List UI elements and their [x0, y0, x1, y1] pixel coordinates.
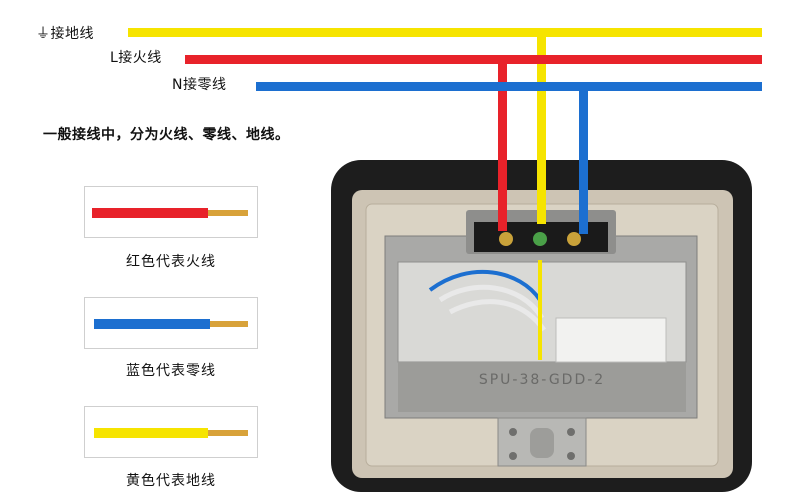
- legend-wire-live: [92, 208, 248, 218]
- live-wire-label: L接火线: [110, 50, 162, 66]
- live-wire: [185, 55, 762, 231]
- ground-wire-label: ⏚接地线: [36, 26, 94, 42]
- ground-symbol-icon: ⏚: [36, 26, 51, 42]
- neutral-wire-label: N接零线: [172, 77, 227, 93]
- legend-caption-ground: 黄色代表地线: [126, 473, 216, 489]
- legend-wire-ground: [94, 428, 248, 438]
- ground-wire-text: 接地线: [50, 26, 94, 42]
- socket-model-text: SPU-38-GDD-2: [479, 372, 605, 388]
- ground-wire: [128, 28, 762, 224]
- legend-caption-live: 红色代表火线: [126, 254, 216, 270]
- legend-caption-neutral: 蓝色代表零线: [126, 363, 216, 379]
- floor-socket: SPU-38-GDD-2: [331, 160, 752, 492]
- wiring-description: 一般接线中，分为火线、零线、地线。: [43, 127, 290, 143]
- legend-wire-neutral: [94, 319, 248, 329]
- neutral-wire: [256, 82, 762, 234]
